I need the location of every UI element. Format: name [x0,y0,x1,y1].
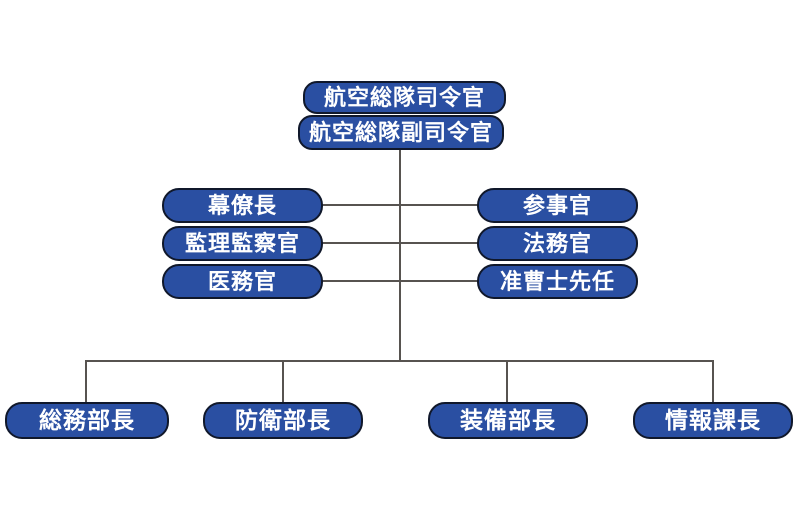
node-senior-enlisted-advisor: 准曹士先任 [477,264,638,299]
connector-spine-vertical [399,150,401,361]
node-inspector-general: 監理監察官 [162,226,323,261]
connector-drop-general-affairs [85,360,87,403]
node-defense-director: 防衛部長 [203,402,363,439]
node-general-affairs-director: 総務部長 [5,402,169,439]
node-medical-officer: 医務官 [162,264,323,299]
connector-drop-intelligence [712,360,714,403]
connector-staff-row-1 [322,204,479,206]
connector-departments-horizontal [86,360,714,362]
node-vice-commander: 航空総隊副司令官 [298,115,504,150]
node-air-defense-commander: 航空総隊司令官 [303,81,506,114]
connector-staff-row-3 [322,280,479,282]
node-equipment-director: 装備部長 [428,402,588,439]
node-legal-officer: 法務官 [477,226,638,261]
connector-staff-row-2 [322,242,479,244]
connector-drop-defense [282,360,284,403]
node-chief-of-staff: 幕僚長 [162,188,323,223]
node-counselor: 参事官 [477,188,638,223]
connector-drop-equipment [506,360,508,403]
node-intelligence-director: 情報課長 [633,402,793,439]
